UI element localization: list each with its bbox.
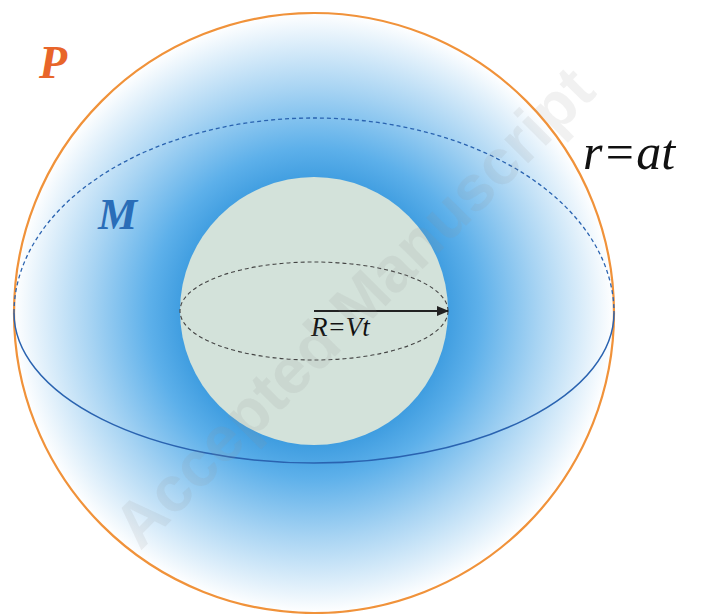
inner-sphere: R=Vt <box>179 176 449 446</box>
inner-sphere-outline <box>179 176 449 446</box>
radius-formula: r=at <box>583 127 675 177</box>
outer-sphere: Pr=atR=Vt <box>13 12 615 614</box>
watermark: Accepted Manuscript <box>99 52 609 562</box>
region-label: P <box>39 40 67 86</box>
radius-formula: R=Vt <box>311 314 370 341</box>
region-label: M <box>98 193 137 237</box>
